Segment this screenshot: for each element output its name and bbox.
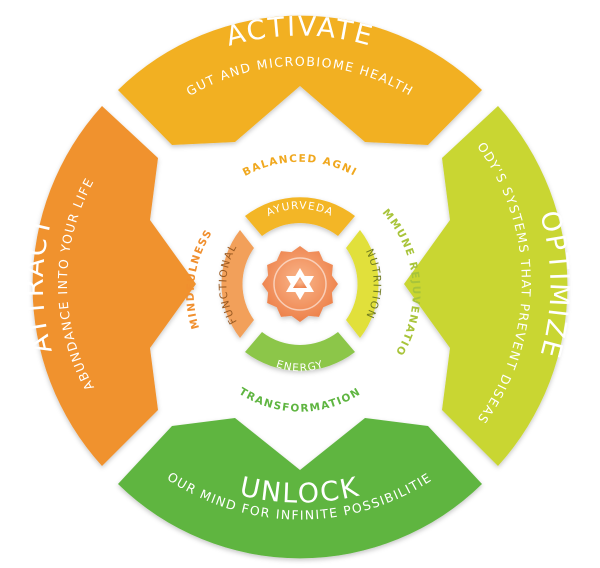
band-nutrition [346,230,379,338]
band-energy [245,332,355,371]
segment-optimize [404,106,568,466]
segment-attract [32,106,196,466]
ring-label-transformation: TRANSFORMATION [237,386,363,415]
ring-label-balanced-agni: BALANCED AGNI [241,153,359,179]
segment-activate [118,15,482,145]
band-functional [221,230,254,338]
band-ayurveda [245,197,355,236]
band-label-energy: ENERGY [275,358,326,374]
segment-unlock [118,418,482,559]
inner-bands [221,197,379,371]
outer-segments [32,15,568,559]
star-of-david-seal-icon [262,246,338,322]
ring-label-mindfulness: MINDFULNESS [185,227,216,330]
